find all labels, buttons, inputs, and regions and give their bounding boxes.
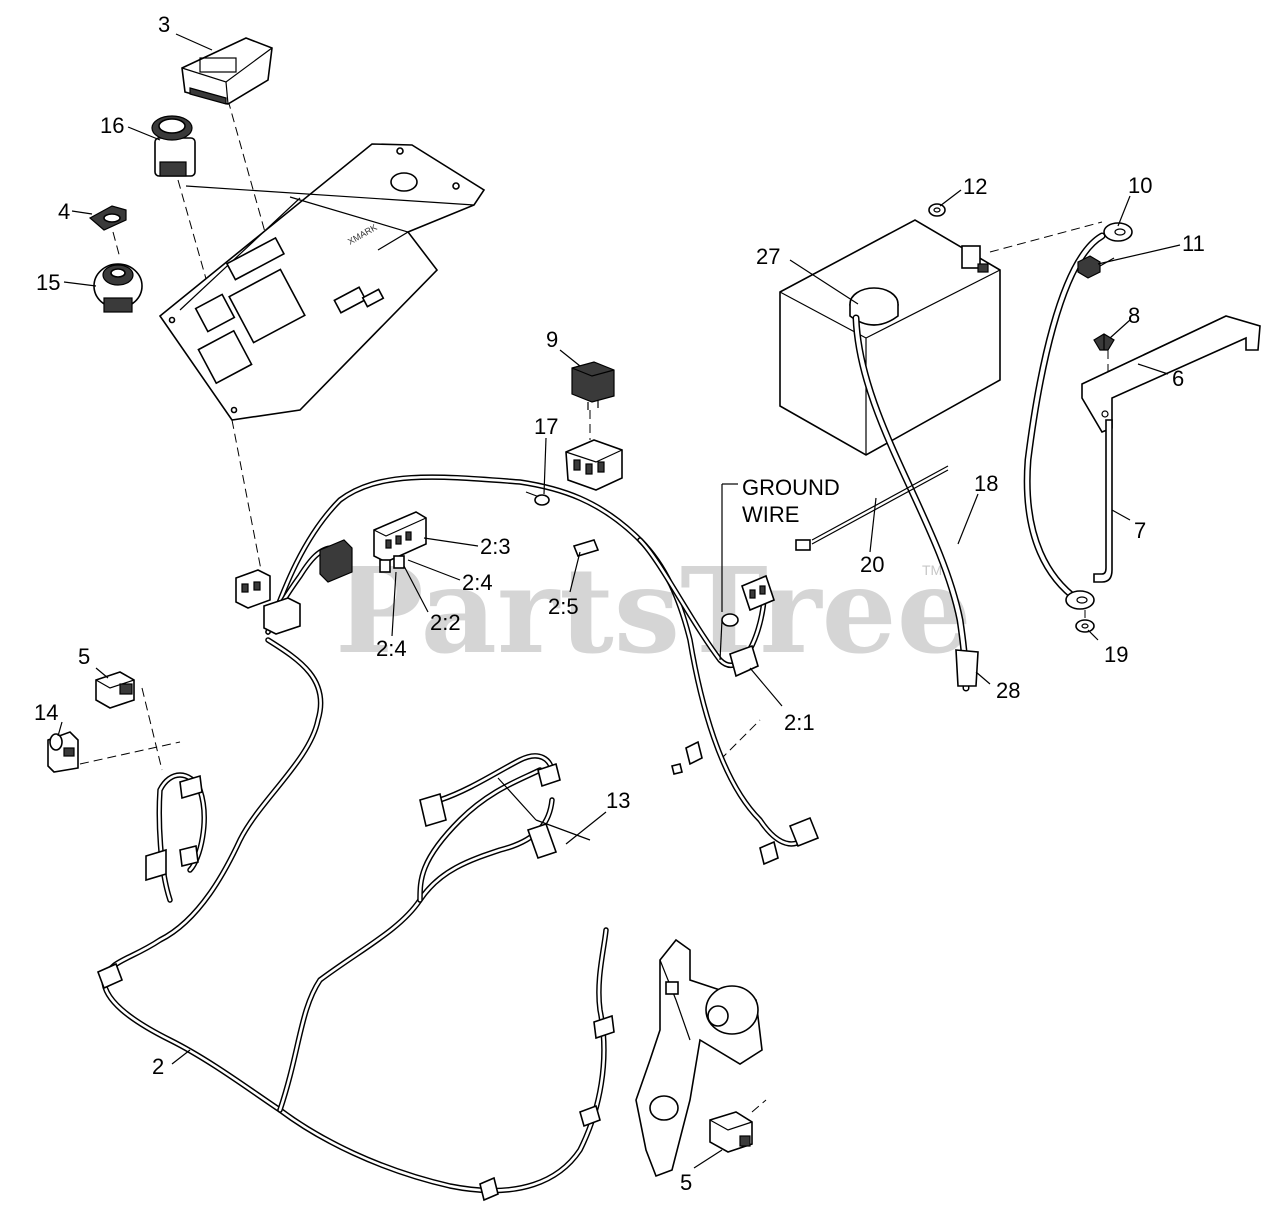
callout-2: 2 (152, 1054, 164, 1079)
callout-2-1: 2:1 (784, 710, 815, 735)
ground-cable (1023, 222, 1133, 610)
callout-27: 27 (756, 244, 780, 269)
ignition-switch (93, 263, 143, 313)
watermark-text: PartsTree (335, 541, 972, 680)
callout-17: 17 (534, 414, 558, 439)
callout-ground-2: WIRE (742, 502, 799, 527)
brake-switch (47, 731, 79, 773)
dash-panel: XMARK (158, 143, 486, 421)
callout-9: 9 (546, 327, 558, 352)
pedal-switch (709, 1099, 767, 1153)
harness-connectors (96, 511, 820, 1202)
callout-2-3: 2:3 (480, 534, 511, 559)
callout-20: 20 (860, 552, 884, 577)
bolt (1077, 255, 1115, 279)
callout-2-2: 2:2 (430, 610, 461, 635)
battery-nut (928, 203, 946, 217)
callout-4: 4 (58, 199, 70, 224)
positive-cable (852, 314, 979, 692)
callout-2-5: 2:5 (548, 594, 579, 619)
callout-ground-1: GROUND (742, 475, 840, 500)
watermark-trademark: TM (922, 562, 942, 578)
callout-15: 15 (36, 270, 60, 295)
callout-16: 16 (100, 113, 124, 138)
washer (1075, 619, 1095, 633)
leader-lines (57, 33, 1181, 1169)
callout-2-4a: 2:4 (462, 570, 493, 595)
callout-11: 11 (1182, 231, 1205, 256)
seat-switch (95, 671, 135, 709)
callout-10: 10 (1128, 173, 1152, 198)
callout-12: 12 (963, 174, 987, 199)
callout-5a: 5 (78, 644, 90, 669)
callout-19: 19 (1104, 642, 1128, 667)
callout-7: 7 (1134, 518, 1146, 543)
callout-2-4b: 2:4 (376, 636, 407, 661)
display-module (181, 37, 273, 105)
callout-28: 28 (996, 678, 1020, 703)
callout-13: 13 (606, 788, 630, 813)
callout-3: 3 (158, 12, 170, 37)
j-bolt (1093, 419, 1113, 583)
callout-6: 6 (1172, 366, 1184, 391)
relay-socket (525, 439, 623, 499)
callout-18: 18 (974, 471, 998, 496)
park-brake-assembly (635, 938, 763, 1178)
wiring-harness (101, 474, 813, 1194)
wing-nut (1093, 333, 1115, 351)
watermark: PartsTree TM (335, 541, 972, 680)
callout-14: 14 (34, 700, 58, 725)
cable-tie (795, 465, 949, 551)
callout-labels: 3 16 4 15 12 10 11 27 8 6 9 17 GROUND WI… (34, 12, 1205, 1195)
battery-bracket (1081, 315, 1261, 433)
battery (779, 219, 1001, 456)
pto-switch (151, 115, 196, 177)
callout-8: 8 (1128, 303, 1140, 328)
callout-5b: 5 (680, 1170, 692, 1195)
ignition-key (88, 205, 127, 231)
nut (534, 494, 550, 506)
relay (571, 361, 615, 410)
